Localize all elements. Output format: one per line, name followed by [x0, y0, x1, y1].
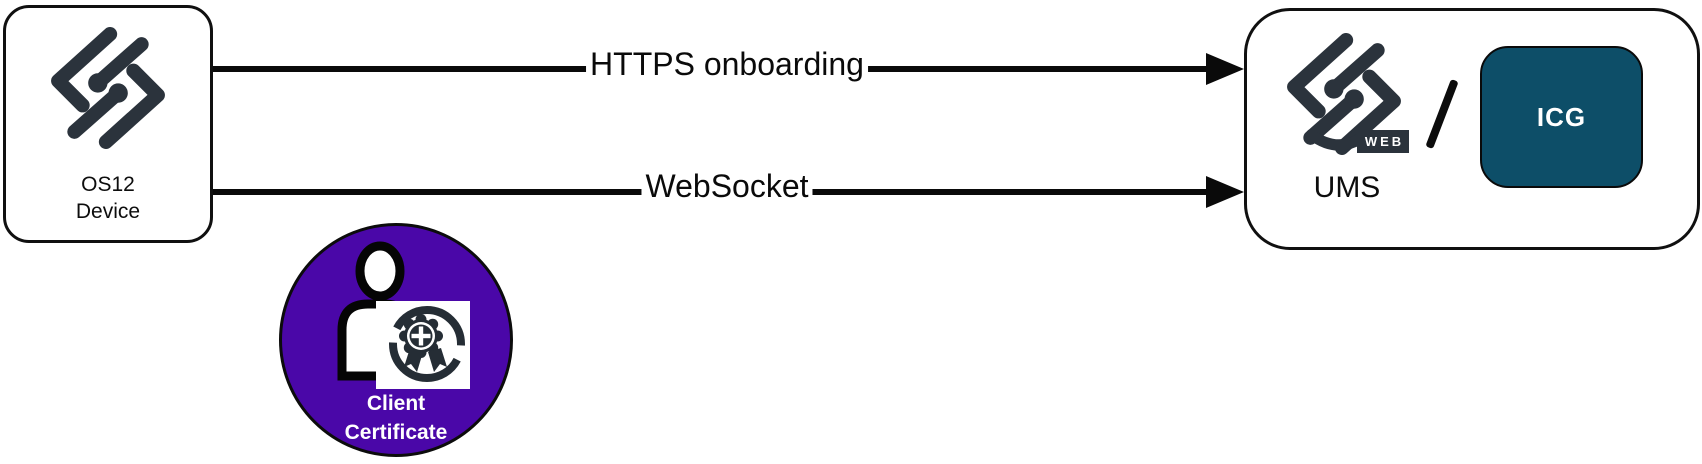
- websocket-arrow-label: WebSocket: [641, 165, 813, 207]
- server-box: WEB UMS ICG: [1244, 8, 1700, 250]
- device-label-line2: Device: [75, 200, 141, 223]
- https-arrow-label: HTTPS onboarding: [586, 43, 868, 85]
- icg-box: ICG: [1480, 46, 1643, 188]
- icg-label: ICG: [1536, 101, 1587, 132]
- https-arrowhead-icon: [1206, 53, 1244, 85]
- igel-web-logo-icon: [1287, 33, 1401, 155]
- igel-logo-icon: [51, 27, 165, 149]
- web-badge: WEB: [1357, 130, 1409, 153]
- device-box: OS12 Device: [3, 5, 213, 243]
- device-label-line1: OS12: [81, 173, 135, 196]
- ums-label: UMS: [1313, 171, 1381, 204]
- client-certificate-line2: Certificate: [344, 421, 448, 444]
- client-certificate-line1: Client: [366, 392, 426, 415]
- client-certificate-circle: Client Certificate: [279, 223, 513, 457]
- device-label: OS12 Device: [6, 171, 210, 225]
- person-certificate-icon: [337, 241, 470, 389]
- websocket-arrowhead-icon: [1206, 176, 1244, 208]
- client-certificate-label: Client Certificate: [282, 389, 510, 447]
- slash-separator: [1425, 78, 1459, 150]
